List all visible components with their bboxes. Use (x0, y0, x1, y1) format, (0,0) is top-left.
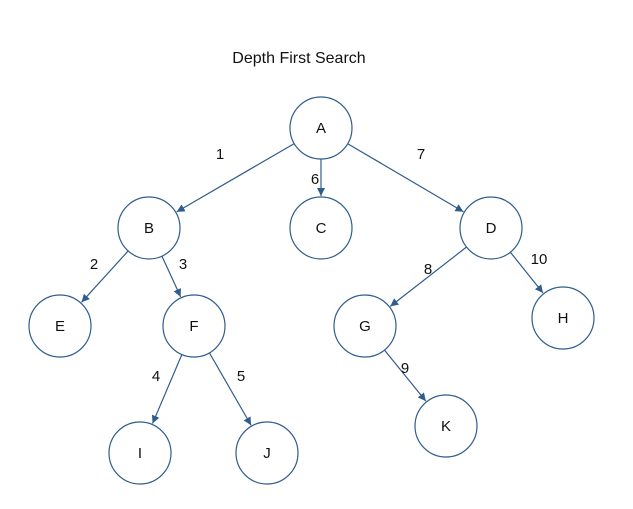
node-circle-i (108, 421, 172, 485)
node-circle-c (289, 196, 353, 260)
node-label-a: A (316, 120, 326, 137)
node-a: A (289, 96, 353, 160)
nodes-layer: A B C D E F G H I J K (28, 96, 595, 485)
edge-label-a-c: 6 (311, 171, 319, 188)
node-label-j: J (263, 445, 271, 462)
edge-g-k (384, 349, 427, 402)
node-j: J (235, 421, 299, 485)
node-d: D (459, 196, 523, 260)
node-label-k: K (441, 418, 451, 435)
node-circle-j (235, 421, 299, 485)
edge-labels-layer: 1 2 3 4 5 6 7 8 9 10 (90, 146, 548, 385)
node-i: I (108, 421, 172, 485)
edge-label-f-j: 5 (237, 368, 245, 385)
edge-label-a-d: 7 (417, 146, 425, 163)
node-circle-d (459, 196, 523, 260)
edge-label-b-e: 2 (90, 256, 98, 273)
node-label-e: E (55, 318, 65, 335)
edge-a-d (347, 143, 464, 213)
edge-label-f-i: 4 (152, 368, 160, 385)
node-e: E (28, 294, 92, 358)
node-label-d: D (486, 220, 497, 237)
edge-label-d-g: 8 (424, 261, 432, 278)
edge-label-a-b: 1 (216, 146, 224, 163)
node-g: G (333, 294, 397, 358)
node-k: K (414, 394, 478, 458)
edge-label-d-h: 10 (531, 251, 548, 268)
edge-f-j (208, 352, 252, 426)
node-circle-a (289, 96, 353, 160)
diagram-title: Depth First Search (232, 50, 365, 67)
edge-a-b (176, 143, 295, 213)
node-label-g: G (359, 318, 371, 335)
node-circle-k (414, 394, 478, 458)
node-circle-f (162, 294, 226, 358)
node-label-b: B (144, 220, 154, 237)
edge-label-b-f: 3 (179, 256, 187, 273)
edges-layer (81, 143, 544, 426)
node-f: F (162, 294, 226, 358)
node-label-f: F (189, 318, 198, 335)
node-c: C (289, 196, 353, 260)
node-circle-h (531, 286, 595, 350)
edge-b-e (81, 250, 129, 303)
node-circle-g (333, 294, 397, 358)
edge-f-i (151, 354, 183, 424)
edge-d-g (389, 246, 467, 307)
edge-d-h (509, 251, 544, 294)
node-h: H (531, 286, 595, 350)
node-label-i: I (138, 445, 142, 462)
node-b: B (117, 196, 181, 260)
node-label-c: C (316, 220, 327, 237)
node-label-h: H (558, 310, 569, 327)
edge-b-f (161, 255, 182, 298)
node-circle-e (28, 294, 92, 358)
edge-label-g-k: 9 (401, 360, 409, 377)
node-circle-b (117, 196, 181, 260)
